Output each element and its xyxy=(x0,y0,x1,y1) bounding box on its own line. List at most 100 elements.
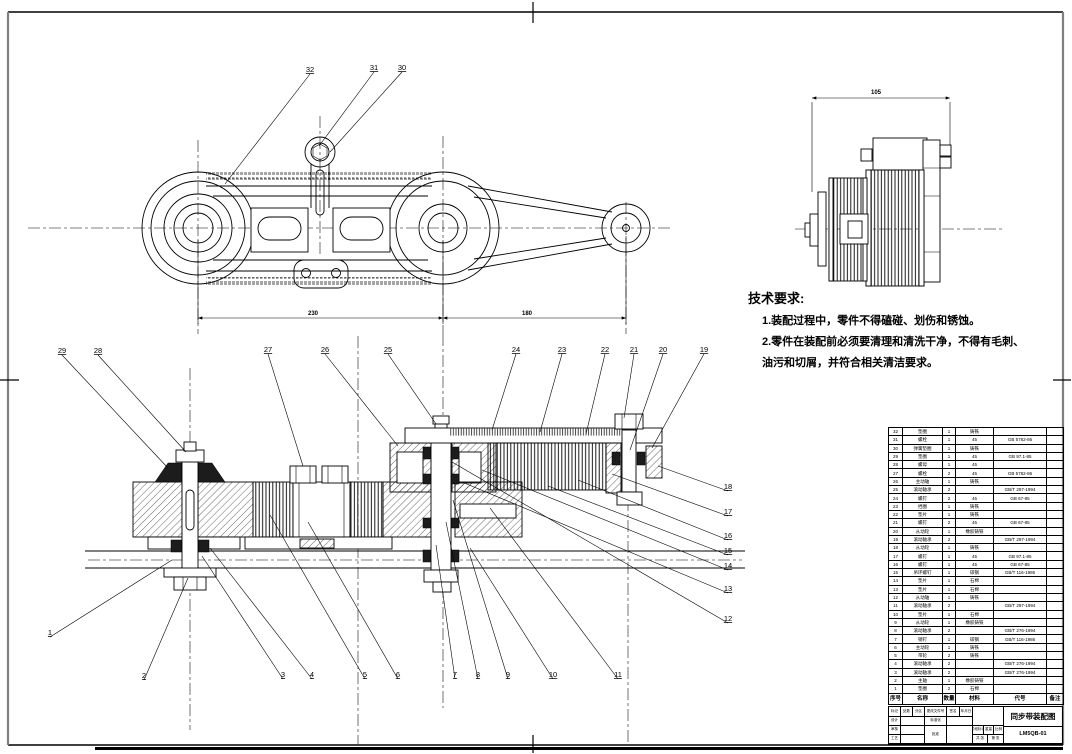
bom-cell: 3 xyxy=(888,667,903,677)
bom-cell: 6 xyxy=(888,642,903,653)
bom-header-cell: 备注 xyxy=(1046,692,1064,705)
belt-section xyxy=(487,442,607,491)
bom-cell: 1 xyxy=(942,642,956,653)
bearing xyxy=(611,451,621,466)
bom-cell: 32 xyxy=(888,426,903,437)
title-block: 标记 处数 分区 更改文件号 签名 年月日 设计 标准化 审核 工艺 批准 阶段… xyxy=(888,706,1063,745)
link-plates xyxy=(213,195,428,261)
bom-cell: 垫片 xyxy=(902,509,943,520)
bom-cell xyxy=(993,509,1047,520)
callout-leader xyxy=(539,353,563,433)
technical-requirements: 技术要求: 1.装配过程中，零件不得磕碰、划伤和锈蚀。 2.零件在装配前必须要清… xyxy=(748,288,1060,377)
bom-cell xyxy=(993,501,1047,511)
bom-cell: 从动轮 xyxy=(902,543,943,553)
bom-cell: 1 xyxy=(942,509,956,520)
bom-cell: 7 xyxy=(888,634,903,644)
idler-arm-section xyxy=(404,413,663,506)
bom-cell xyxy=(993,684,1047,694)
bom-cell: GB 97.1-85 xyxy=(993,551,1047,561)
callout-leader xyxy=(269,514,366,680)
bom-cell: GB 67-85 xyxy=(993,559,1047,570)
bom-cell xyxy=(1046,509,1064,520)
callout-label: 27 xyxy=(264,345,272,354)
callout-leader xyxy=(97,354,187,453)
bom-cell xyxy=(955,485,994,495)
bom-cell xyxy=(1046,568,1064,578)
title-block-cell xyxy=(901,735,925,744)
bom-cell xyxy=(1046,617,1064,628)
center-shaft xyxy=(430,439,452,571)
side-view: 105 xyxy=(795,90,1005,287)
tech-req-heading: 技术要求: xyxy=(748,291,805,306)
bom-cell: GB/T 276-1994 xyxy=(993,667,1047,677)
callout-leader xyxy=(585,353,606,435)
callout-label: 10 xyxy=(549,670,557,679)
callout-leader xyxy=(489,507,619,680)
bom-cell xyxy=(1046,493,1064,503)
callout-leader xyxy=(623,353,635,419)
bom-cell xyxy=(955,601,994,611)
bom-cell: 橡胶铸铁 xyxy=(955,617,994,628)
title-block-cell: 工艺 xyxy=(889,735,901,744)
callout-leader xyxy=(387,353,437,425)
bom-cell: GB/T 297-1994 xyxy=(993,534,1047,545)
rack-ticks xyxy=(450,428,628,436)
callout-label: 3 xyxy=(281,670,285,679)
callout-leader xyxy=(435,544,456,680)
bom-cell xyxy=(1046,659,1064,669)
bom-cell: 11 xyxy=(888,601,903,611)
bom-cell: 垫片 xyxy=(902,576,943,586)
bom-cell: 滚动轴承 xyxy=(902,485,943,495)
bom-cell: 1 xyxy=(942,576,956,586)
bom-cell: 吊环螺钉 xyxy=(902,568,943,578)
bom-cell: 1 xyxy=(942,634,956,644)
dimension-label: 180 xyxy=(522,311,533,317)
bom-cell: 垫圈 xyxy=(902,684,943,694)
bom-cell: 1 xyxy=(942,617,956,628)
title-block-cell: 阶段标记 xyxy=(973,726,984,735)
bom-cell: 铸铁 xyxy=(955,642,994,653)
bom-cell xyxy=(993,426,1047,437)
bom-header-cell: 序号 xyxy=(888,692,903,705)
bom-cell: 22 xyxy=(888,509,903,520)
drawing-title: 同步带装配图 xyxy=(1004,707,1063,727)
bom-cell: 2 xyxy=(942,485,956,495)
bearing xyxy=(450,517,460,529)
bom-cell: 23 xyxy=(888,501,903,511)
center-shaft-section xyxy=(389,415,523,593)
bom-cell: 1 xyxy=(942,460,956,470)
bom-cell: 19 xyxy=(888,534,903,545)
bom-cell: 销钉 xyxy=(902,634,943,644)
bom-cell: 滚动轴承 xyxy=(902,667,943,677)
bom-cell: 铸铁 xyxy=(955,426,994,437)
bom-cell: 橡胶铸铁 xyxy=(955,675,994,686)
bom-cell: GB/T 276-1994 xyxy=(993,659,1047,669)
callout-label: 7 xyxy=(453,670,457,679)
bom-cell: 从动轴 xyxy=(902,592,943,603)
bom-cell: 2 xyxy=(888,675,903,686)
bom-cell: 45 xyxy=(955,468,994,478)
bolt-icon xyxy=(939,144,952,157)
title-block-cell: 标准化 xyxy=(925,717,947,726)
title-block-cell: 审核 xyxy=(889,726,901,735)
bom-cell xyxy=(993,584,1047,594)
bom-cell xyxy=(1046,534,1064,545)
bom-cell: 18 xyxy=(888,543,903,553)
top-view-dimensions: 230 180 xyxy=(197,236,627,324)
bom-cell xyxy=(993,460,1047,470)
callout-label: 2 xyxy=(142,671,146,680)
bom-cell xyxy=(1046,501,1064,511)
bom-cell: 1 xyxy=(942,476,956,487)
bearing xyxy=(636,451,646,466)
bom-cell: GB 67-85 xyxy=(993,493,1047,503)
bom-cell xyxy=(1046,675,1064,686)
bom-cell xyxy=(1046,460,1064,470)
